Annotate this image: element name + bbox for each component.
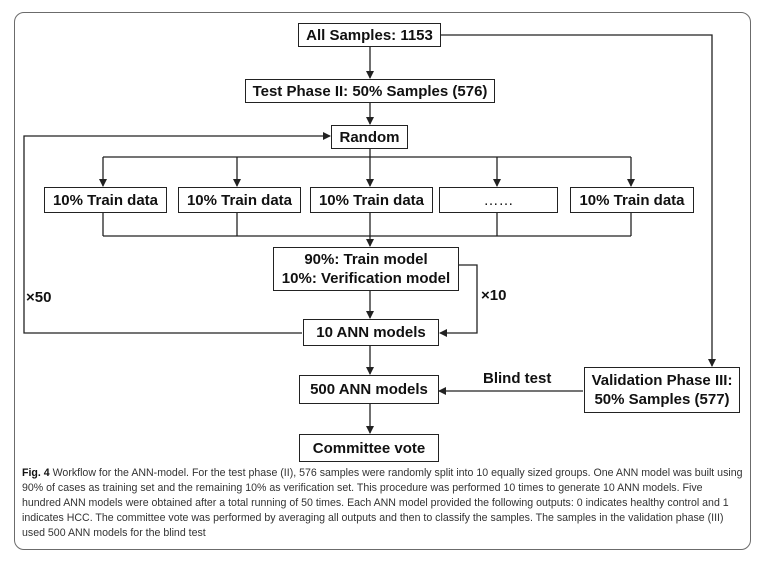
node-random: Random (331, 125, 408, 149)
node-train-data-2: 10% Train data (178, 187, 301, 213)
figure-caption: Fig. 4 Workflow for the ANN-model. For t… (22, 466, 744, 541)
validation-line-2: 50% Samples (577) (594, 391, 730, 408)
model-line-1: 90%: Train model (304, 251, 428, 268)
arrow-all-to-validation (441, 34, 716, 367)
node-train-data-1: 10% Train data (44, 187, 167, 213)
validation-line-1: Validation Phase III: (591, 372, 733, 389)
node-500-ann-models: 500 ANN models (299, 375, 439, 404)
node-train-data-5: 10% Train data (570, 187, 694, 213)
label-blind-test: Blind test (483, 370, 552, 387)
node-test-phase: Test Phase II: 50% Samples (576) (245, 79, 495, 103)
label-x50: ×50 (26, 289, 52, 306)
node-10-ann-models: 10 ANN models (303, 319, 439, 346)
node-train-data-3: 10% Train data (310, 187, 433, 213)
caption-text: Workflow for the ANN-model. For the test… (22, 467, 743, 539)
node-all-samples: All Samples: 1153 (298, 23, 441, 47)
node-train-verification-model: 90%: Train model 10%: Verification model (273, 247, 459, 291)
loop-x10 (439, 264, 478, 337)
label-x10: ×10 (481, 287, 507, 304)
caption-fig-label: Fig. 4 (22, 467, 50, 479)
loop-x50 (23, 132, 331, 334)
node-train-data-ellipsis: …… (439, 187, 558, 213)
node-validation-phase: Validation Phase III: 50% Samples (577) (584, 367, 740, 413)
node-committee-vote: Committee vote (299, 434, 439, 462)
model-line-2: 10%: Verification model (281, 270, 451, 287)
